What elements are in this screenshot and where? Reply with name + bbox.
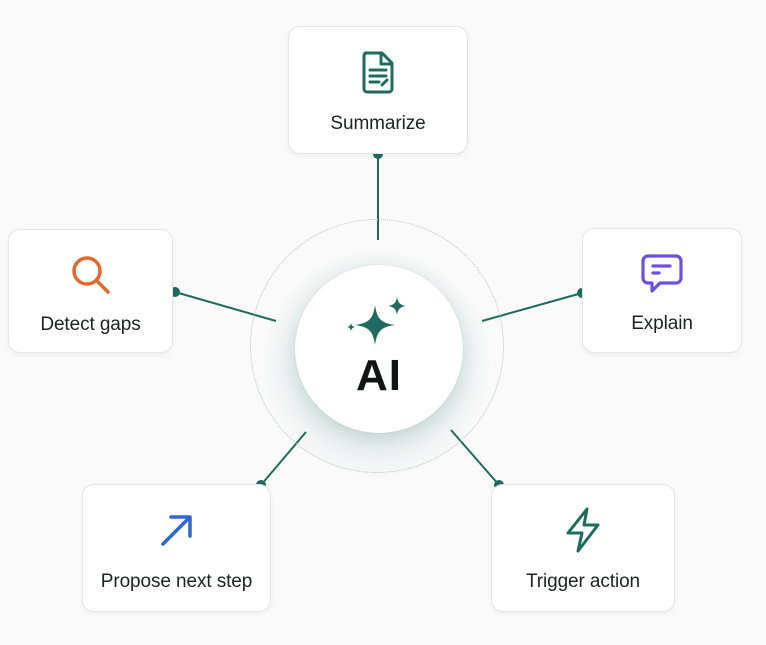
- hub-label: AI: [356, 351, 402, 400]
- node-label: Detect gaps: [40, 314, 141, 335]
- node-trigger-action[interactable]: Trigger action: [491, 484, 675, 612]
- lightning-icon: [560, 507, 606, 553]
- arrow-up-right-icon: [154, 507, 200, 553]
- search-icon: [68, 252, 114, 298]
- ai-hub: AI: [295, 265, 463, 433]
- node-label: Summarize: [330, 113, 426, 134]
- node-propose-next-step[interactable]: Propose next step: [82, 484, 271, 612]
- hub-dotted-ring: [250, 219, 504, 473]
- node-explain[interactable]: Explain: [582, 228, 742, 353]
- node-label: Propose next step: [100, 571, 253, 592]
- node-label: Explain: [631, 313, 693, 334]
- sparkle-icon: [347, 297, 406, 345]
- node-summarize[interactable]: Summarize: [288, 26, 468, 154]
- chat-bubble-icon: [639, 251, 685, 297]
- document-icon: [355, 49, 401, 95]
- node-label: Trigger action: [525, 571, 641, 592]
- node-detect-gaps[interactable]: Detect gaps: [8, 229, 173, 353]
